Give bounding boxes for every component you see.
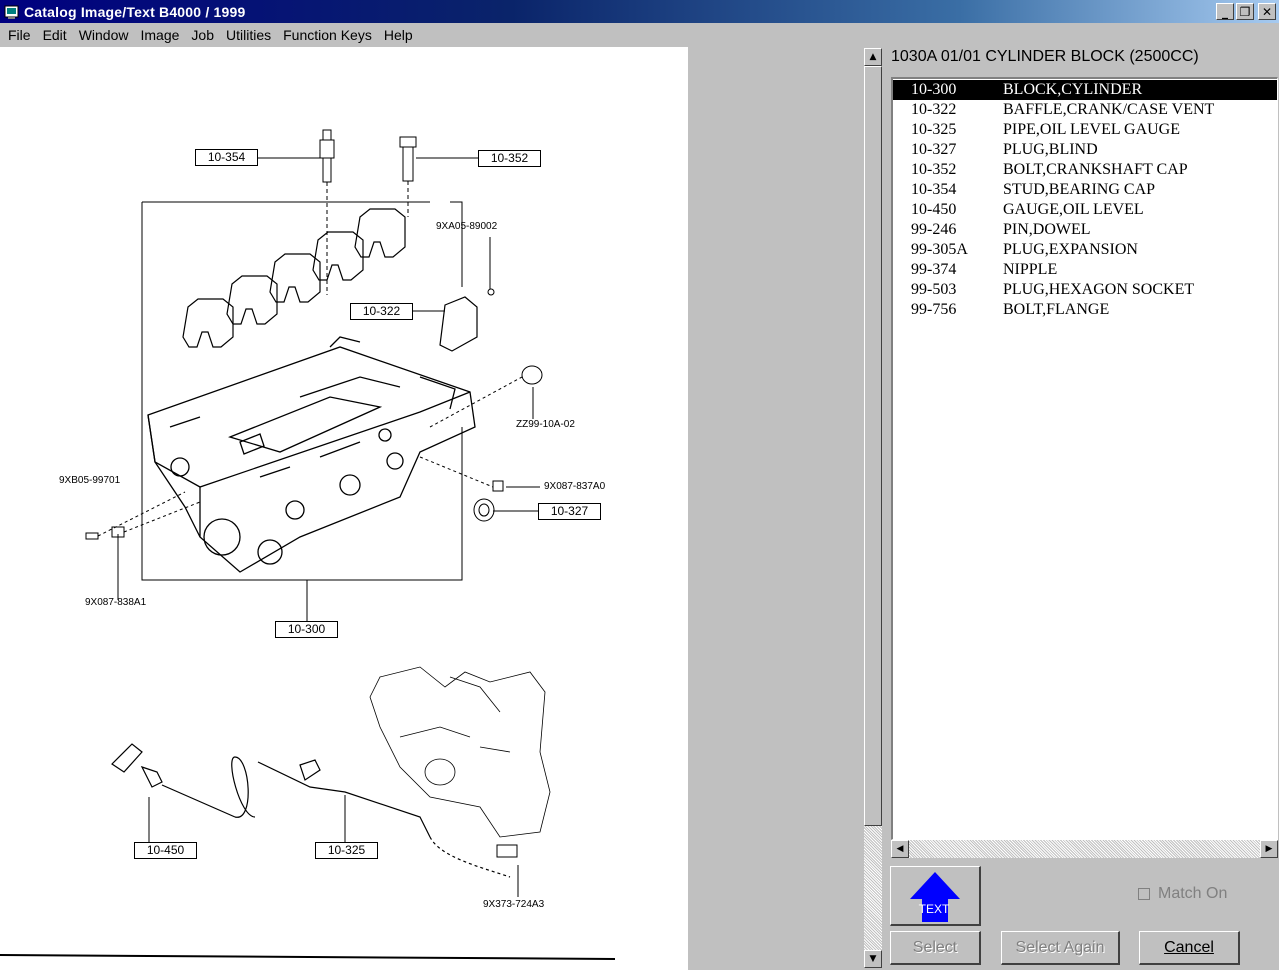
list-item[interactable]: 99-374 NIPPLE xyxy=(893,260,1277,280)
part-label: 9X087-837A0 xyxy=(544,481,606,492)
list-item[interactable]: 10-300 BLOCK,CYLINDER xyxy=(893,80,1277,100)
stud-10-354 xyxy=(319,129,335,295)
menu-image[interactable]: Image xyxy=(140,27,180,43)
menu-job[interactable]: Job xyxy=(191,27,214,43)
part-description: NIPPLE xyxy=(1003,261,1058,278)
bearing-caps xyxy=(182,208,406,348)
oil-level-gauge xyxy=(111,743,256,818)
oil-level-pipe xyxy=(257,759,511,878)
list-item[interactable]: 10-450 GAUGE,OIL LEVEL xyxy=(893,200,1277,220)
text-button-label: TEXT xyxy=(918,902,950,916)
part-description: STUD,BEARING CAP xyxy=(1003,181,1156,198)
part-number: 10-327 xyxy=(911,141,957,158)
nipple xyxy=(496,844,518,858)
part-number: 99-305A xyxy=(911,241,968,258)
dowel-pin xyxy=(85,532,99,540)
title-bar: Catalog Image/Text B4000 / 1999 _ ❐ ✕ xyxy=(0,0,1279,23)
menu-help[interactable]: Help xyxy=(383,27,413,43)
menu-bar: File Edit Window Image Job Utilities Fun… xyxy=(0,23,1279,47)
minimize-button[interactable]: _ xyxy=(1216,3,1234,20)
parts-diagram xyxy=(0,129,616,960)
cancel-button-label: Cancel xyxy=(1164,938,1214,956)
scroll-left-arrow-icon[interactable]: ◀ xyxy=(891,840,909,858)
part-label: 9X373-724A3 xyxy=(483,899,545,910)
part-number: 10-325 xyxy=(911,121,957,138)
part-description: PIPE,OIL LEVEL GAUGE xyxy=(1003,121,1181,138)
engine-sketch xyxy=(369,666,551,838)
select-again-button[interactable]: Select Again xyxy=(1001,931,1120,965)
text-button[interactable]: TEXT xyxy=(890,866,981,926)
callout-10-450[interactable]: 10-450 xyxy=(134,842,197,859)
part-description: GAUGE,OIL LEVEL xyxy=(1003,201,1144,218)
checkbox-icon[interactable] xyxy=(1138,888,1150,900)
app-icon xyxy=(4,4,20,20)
bolt-10-352 xyxy=(399,136,417,217)
part-description: PLUG,HEXAGON SOCKET xyxy=(1003,281,1195,298)
menu-function-keys[interactable]: Function Keys xyxy=(283,27,372,43)
callout-10-322[interactable]: 10-322 xyxy=(350,303,413,320)
callout-10-325[interactable]: 10-325 xyxy=(315,842,378,859)
part-number: 99-246 xyxy=(911,221,957,238)
part-number: 10-322 xyxy=(911,101,957,118)
page-title: 1030A 01/01 CYLINDER BLOCK (2500CC) xyxy=(891,48,1199,65)
horizontal-scrollbar-track[interactable] xyxy=(891,840,1278,858)
vertical-scrollbar-thumb[interactable] xyxy=(864,66,882,826)
cylinder-block xyxy=(147,336,476,573)
cancel-button[interactable]: Cancel xyxy=(1139,931,1240,965)
part-label: ZZ99-10A-02 xyxy=(516,419,575,430)
blind-plug xyxy=(473,498,495,522)
part-number: 10-300 xyxy=(911,81,957,98)
match-on-checkbox[interactable]: Match On xyxy=(1138,885,1227,903)
menu-file[interactable]: File xyxy=(8,27,31,43)
baffle xyxy=(439,296,478,352)
parts-diagram-pane[interactable]: 10-354 10-352 10-322 10-327 10-300 10-45… xyxy=(0,47,688,970)
list-item[interactable]: 99-756 BOLT,FLANGE xyxy=(893,300,1277,320)
scroll-right-arrow-icon[interactable]: ▶ xyxy=(1260,840,1278,858)
part-description: PLUG,BLIND xyxy=(1003,141,1098,158)
restore-button[interactable]: ❐ xyxy=(1236,3,1254,20)
part-description: BAFFLE,CRANK/CASE VENT xyxy=(1003,101,1215,118)
callout-10-354[interactable]: 10-354 xyxy=(195,149,258,166)
scroll-down-arrow-icon[interactable]: ▼ xyxy=(864,950,882,968)
part-number: 10-354 xyxy=(911,181,957,198)
up-arrow-icon xyxy=(910,872,960,922)
part-label: 9XA05-89002 xyxy=(436,221,498,232)
menu-window[interactable]: Window xyxy=(78,27,129,43)
callout-10-352[interactable]: 10-352 xyxy=(478,150,541,167)
part-label: 9XB05-99701 xyxy=(59,475,121,486)
part-label: 9X087-838A1 xyxy=(85,597,147,608)
part-number: 99-374 xyxy=(911,261,957,278)
list-item[interactable]: 10-327 PLUG,BLIND xyxy=(893,140,1277,160)
match-on-label: Match On xyxy=(1158,885,1228,902)
part-description: BLOCK,CYLINDER xyxy=(1003,81,1143,98)
part-description: BOLT,CRANKSHAFT CAP xyxy=(1003,161,1188,178)
block-frame xyxy=(141,202,463,581)
window-title: Catalog Image/Text B4000 / 1999 xyxy=(24,3,246,20)
list-item[interactable]: 10-325 PIPE,OIL LEVEL GAUGE xyxy=(893,120,1277,140)
part-description: BOLT,FLANGE xyxy=(1003,301,1110,318)
list-item[interactable]: 99-246 PIN,DOWEL xyxy=(893,220,1277,240)
close-button[interactable]: ✕ xyxy=(1258,3,1276,20)
menu-edit[interactable]: Edit xyxy=(42,27,67,43)
scroll-up-arrow-icon[interactable]: ▲ xyxy=(864,48,882,66)
list-item[interactable]: 10-322 BAFFLE,CRANK/CASE VENT xyxy=(893,100,1277,120)
part-number: 99-756 xyxy=(911,301,957,318)
parts-list[interactable]: 10-300 BLOCK,CYLINDER 10-322 BAFFLE,CRANK/… xyxy=(891,77,1278,840)
menu-utilities[interactable]: Utilities xyxy=(225,27,272,43)
hex-plug xyxy=(492,480,504,492)
list-item[interactable]: 99-305A PLUG,EXPANSION xyxy=(893,240,1277,260)
part-number: 10-450 xyxy=(911,201,957,218)
select-button[interactable]: Select xyxy=(890,931,981,965)
list-item[interactable]: 10-354 STUD,BEARING CAP xyxy=(893,180,1277,200)
callout-10-300[interactable]: 10-300 xyxy=(275,621,338,638)
list-item[interactable]: 99-503 PLUG,HEXAGON SOCKET xyxy=(893,280,1277,300)
callout-10-327[interactable]: 10-327 xyxy=(538,503,601,520)
part-description: PLUG,EXPANSION xyxy=(1003,241,1138,258)
part-number: 10-352 xyxy=(911,161,957,178)
part-description: PIN,DOWEL xyxy=(1003,221,1091,238)
expansion-plug xyxy=(521,365,543,385)
part-number: 99-503 xyxy=(911,281,957,298)
list-item[interactable]: 10-352 BOLT,CRANKSHAFT CAP xyxy=(893,160,1277,180)
